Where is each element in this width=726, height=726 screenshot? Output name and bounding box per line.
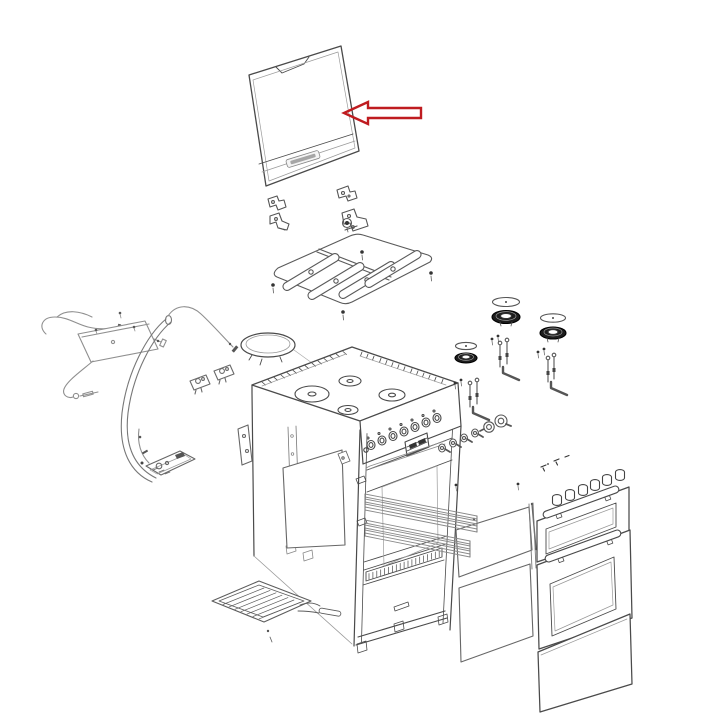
side-sheet-panel — [282, 449, 351, 549]
grill-door-handle — [542, 485, 620, 520]
part-glass-lid — [248, 45, 360, 187]
electrode-assembly — [467, 377, 491, 422]
part-oven-door — [536, 529, 633, 650]
part-pan-support — [271, 217, 433, 321]
part-oven-shelves — [364, 493, 478, 558]
spark-switches — [189, 364, 235, 395]
part-cooker-body — [237, 346, 462, 654]
arrow-left-icon — [341, 100, 423, 126]
oven-door-handle — [544, 529, 622, 564]
part-hob-burners — [453, 296, 567, 390]
burner-cap — [491, 296, 521, 327]
part-grill-burner — [140, 450, 196, 476]
part-inner-door-glass — [454, 482, 538, 663]
part-lid-hinges — [267, 185, 369, 232]
part-grill-pan — [211, 580, 342, 643]
fixing-clips — [540, 454, 570, 472]
burner-cap — [454, 341, 478, 364]
part-hotplate — [240, 332, 331, 377]
pan-support-screws — [271, 250, 433, 314]
electrode-assembly — [545, 352, 569, 397]
hob-burner-recesses — [294, 375, 406, 416]
part-control-knobs — [540, 454, 626, 506]
highlight-arrow — [341, 100, 423, 126]
diagram-root — [41, 45, 633, 713]
side-fixing-strip — [237, 424, 253, 466]
part-grill-door — [536, 485, 630, 563]
part-wiring-harness — [41, 311, 235, 400]
electrode-assembly — [497, 337, 521, 382]
part-electrodes — [467, 337, 569, 422]
part-drawer-front — [537, 613, 633, 713]
grill-pan-handle — [318, 607, 342, 617]
part-door-side-strip — [528, 502, 537, 570]
part-gas-pipe — [120, 306, 239, 483]
burner-screws — [453, 334, 546, 385]
burner-cap — [539, 313, 567, 343]
part-gas-taps — [438, 414, 512, 453]
lid-brand-badge — [285, 150, 321, 168]
